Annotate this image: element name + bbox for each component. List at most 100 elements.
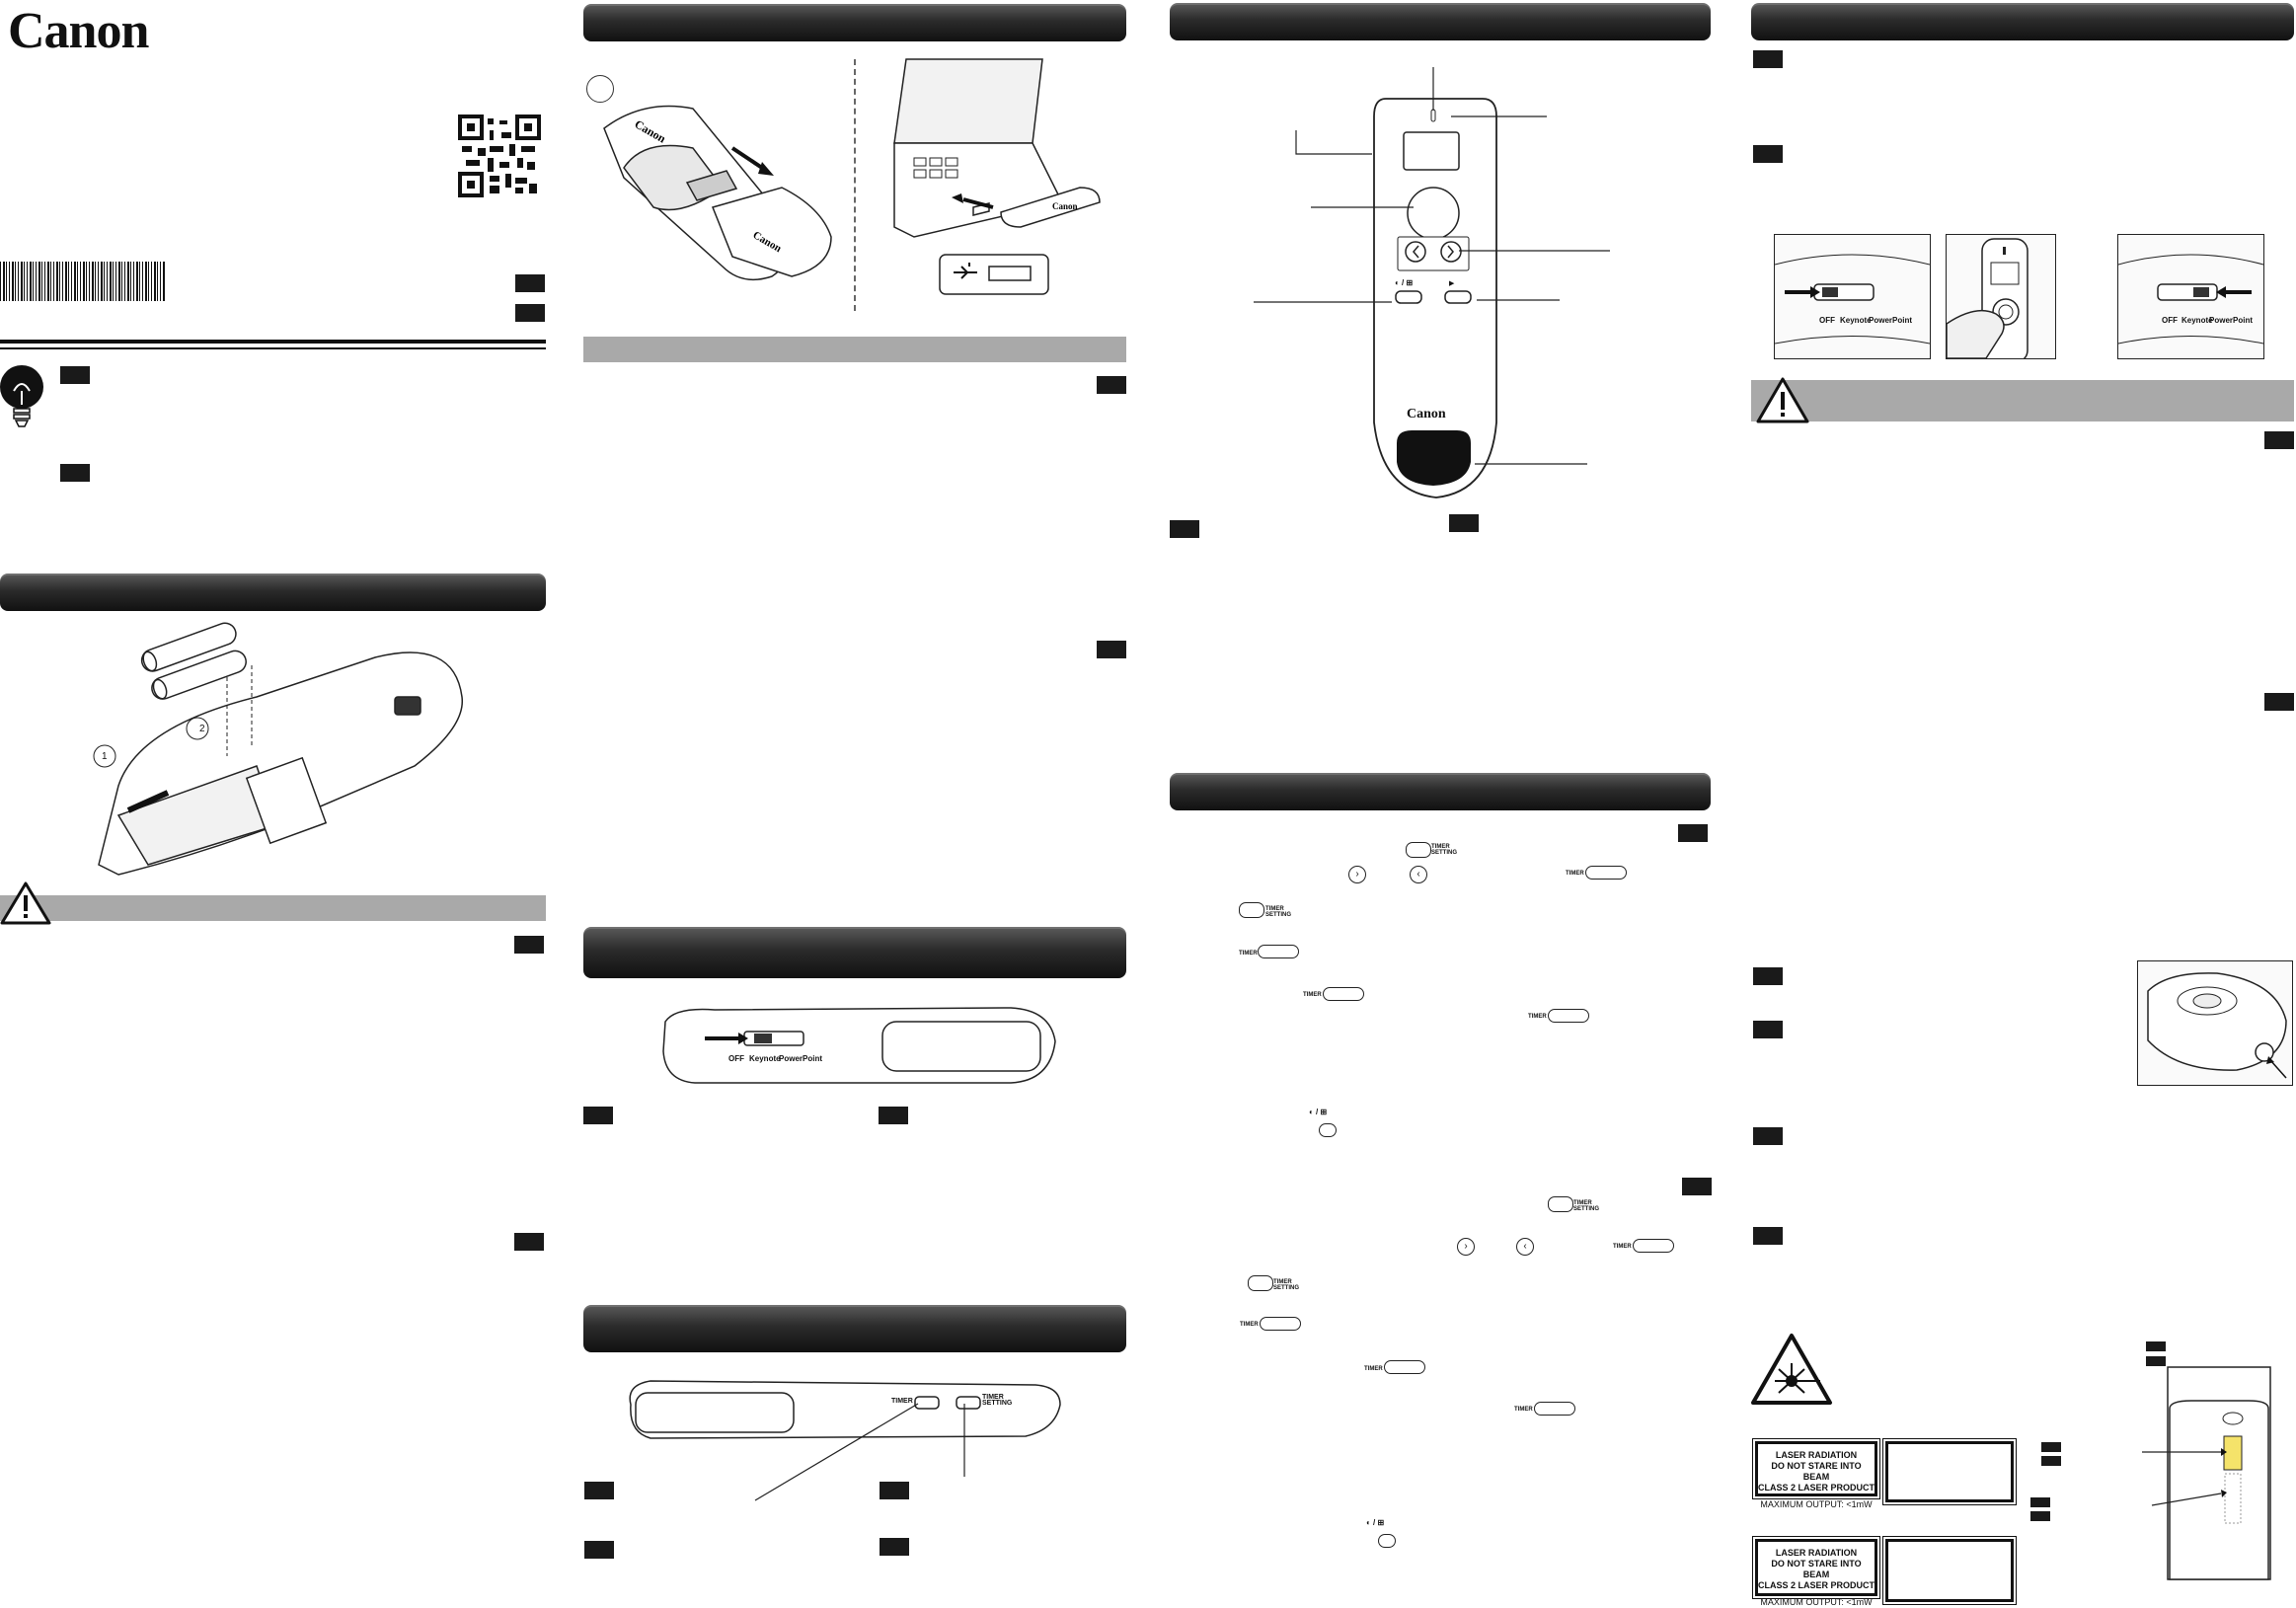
device-brand-text: Canon — [1052, 201, 1078, 211]
language-tag — [1170, 520, 1199, 538]
language-tag — [584, 1482, 614, 1499]
language-tag — [1097, 641, 1126, 658]
language-tag — [1682, 1178, 1712, 1195]
language-tag — [1449, 514, 1479, 532]
section-header-bar — [583, 4, 1126, 41]
laser-caution-label: LASER RADIATION DO NOT STARE INTO BEAM C… — [1752, 1438, 1880, 1509]
switch-label-keynote: Keynote — [2181, 316, 2213, 325]
lightbulb-icon — [0, 365, 43, 427]
reset-hole-frame — [2137, 960, 2293, 1086]
reset-hole-illustration — [2147, 972, 2287, 1079]
blank-label-box — [1882, 1438, 2017, 1505]
timer-key-label: TIMER — [1239, 951, 1258, 957]
pairing-frame-3 — [2117, 234, 2264, 359]
pairing-frame-1 — [1774, 234, 1931, 359]
divider-line — [0, 340, 546, 344]
next-arrow-icon[interactable]: › — [1457, 1238, 1475, 1256]
language-tag — [2041, 1456, 2061, 1466]
timer-setting-line2: SETTING — [1573, 1206, 1600, 1212]
callout-lines — [1254, 67, 1610, 465]
timer-key-icon[interactable] — [1548, 1009, 1589, 1023]
language-tag — [1753, 967, 1783, 985]
section-header-bar — [583, 927, 1126, 978]
language-tag — [1753, 1021, 1783, 1038]
language-tag — [1753, 1227, 1783, 1245]
timer-key-icon[interactable] — [1384, 1360, 1425, 1374]
language-tag — [2030, 1497, 2050, 1507]
language-tag — [880, 1538, 909, 1556]
timer-setting-key-icon[interactable] — [1548, 1196, 1573, 1212]
laptop-usb-illustration: Canon — [893, 58, 1101, 295]
step-number: 2 — [199, 724, 205, 734]
section-header-bar — [1170, 3, 1711, 40]
section-header-bar — [1751, 3, 2294, 40]
presenter-front-view — [1373, 98, 1497, 498]
timer-setting-line2: SETTING — [1273, 1285, 1300, 1291]
canon-logo: Canon — [8, 3, 149, 59]
switch-closeup-illustration — [1775, 254, 1930, 345]
panel-divider — [854, 59, 856, 311]
prev-arrow-icon[interactable]: ‹ — [1516, 1238, 1534, 1256]
language-tag — [1753, 145, 1783, 163]
switch-label-off: OFF — [728, 1054, 744, 1063]
language-tag — [584, 1541, 614, 1559]
pairing-frame-2 — [1946, 234, 2056, 359]
timer-key-label: TIMER — [1566, 871, 1584, 877]
laser-key-icon[interactable] — [1319, 1123, 1337, 1137]
language-tag — [2041, 1442, 2061, 1452]
blank-label-box — [1882, 1536, 2017, 1605]
laser-line2: DO NOT STARE INTO BEAM — [1771, 1559, 1862, 1579]
language-tag — [879, 1107, 908, 1124]
timer-key-label: TIMER — [1303, 992, 1322, 998]
timer-setting-line1: TIMER — [1265, 906, 1284, 912]
language-tag — [1753, 50, 1783, 68]
prev-arrow-icon[interactable]: ‹ — [1410, 866, 1427, 883]
timer-buttons-side-view — [629, 1380, 1061, 1439]
language-tag — [515, 304, 545, 322]
laser-line1: LASER RADIATION — [1775, 1450, 1858, 1460]
language-tag — [515, 274, 545, 292]
next-arrow-icon[interactable]: › — [1348, 866, 1366, 883]
warning-icon — [0, 881, 51, 925]
timer-setting-key-icon[interactable] — [1406, 842, 1431, 858]
timer-setting-key-icon[interactable] — [1248, 1275, 1273, 1291]
timer-setting-line2: SETTING — [1265, 912, 1292, 918]
device-brand-label: Canon — [1407, 407, 1446, 421]
section-header-bar — [0, 574, 546, 611]
timer-key-icon[interactable] — [1258, 945, 1299, 958]
laser-key-icon[interactable] — [1378, 1534, 1396, 1548]
warning-icon — [1756, 377, 1809, 423]
play-icon: ▶ — [1449, 280, 1455, 287]
step-circle-1 — [586, 75, 614, 103]
switch-label-off: OFF — [2162, 316, 2178, 325]
timer-label: TIMER — [891, 1398, 913, 1405]
timer-setting-key-icon[interactable] — [1239, 902, 1264, 918]
language-tag — [2146, 1341, 2166, 1351]
receiver-removal-illustration: Canon Canon — [603, 105, 832, 281]
switch-label-powerpoint: PowerPoint — [1869, 316, 1913, 325]
device-back-view — [2142, 1366, 2271, 1580]
switch-label-off: OFF — [1819, 316, 1835, 325]
barcode — [0, 262, 166, 301]
language-tag — [60, 464, 90, 482]
timer-key-icon[interactable] — [1534, 1402, 1575, 1416]
timer-setting-line1: TIMER — [1273, 1279, 1292, 1285]
timer-setting-line2: SETTING — [982, 1400, 1013, 1407]
timer-key-label: TIMER — [1514, 1407, 1533, 1413]
timer-key-icon[interactable] — [1260, 1317, 1301, 1331]
step-number: 1 — [102, 751, 108, 762]
info-bar — [583, 337, 1126, 362]
laser-line3: CLASS 2 LASER PRODUCT — [1758, 1580, 1875, 1590]
language-tag — [1678, 824, 1708, 842]
timer-key-icon[interactable] — [1633, 1239, 1674, 1253]
warning-bar — [0, 895, 546, 921]
timer-key-icon[interactable] — [1323, 987, 1364, 1001]
timer-setting-line1: TIMER — [1573, 1200, 1592, 1206]
divider-line — [0, 347, 546, 349]
qr-code-icon — [458, 115, 541, 197]
icon-label: ◐ / ⊞ — [1366, 1518, 1385, 1527]
timer-key-icon[interactable] — [1585, 866, 1627, 880]
laser-warning-icon — [1751, 1334, 1832, 1405]
